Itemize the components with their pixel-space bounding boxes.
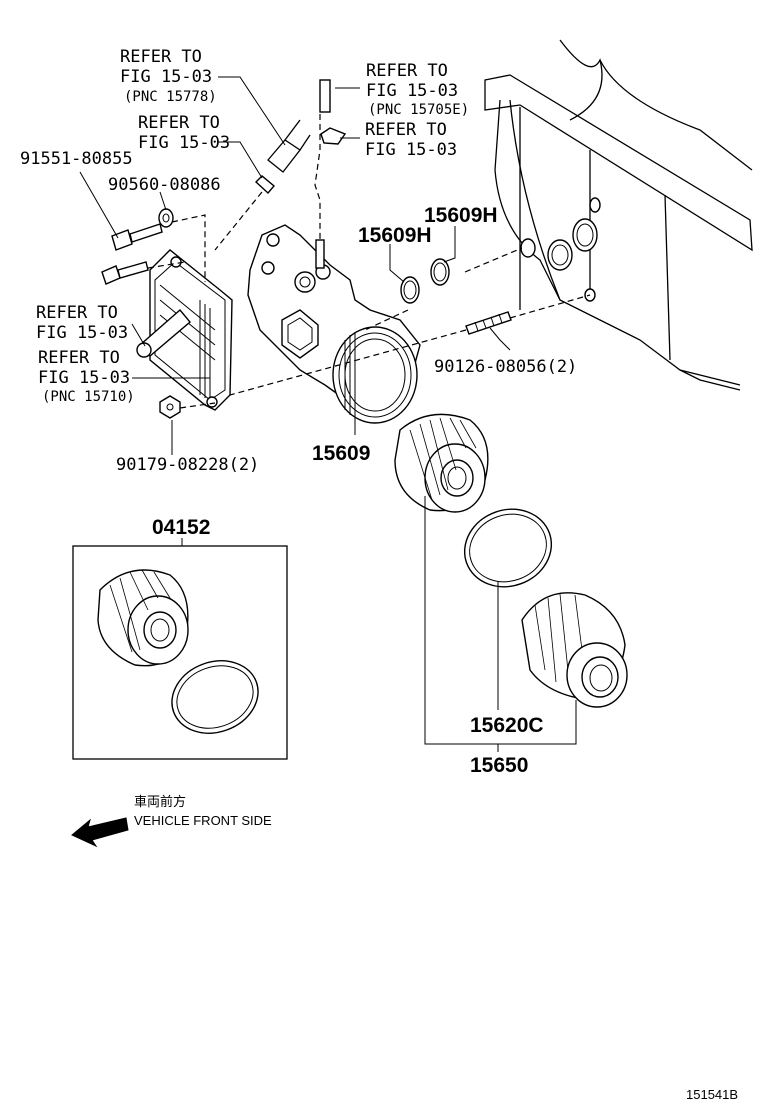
leader-lines <box>79 76 577 752</box>
svg-text:(PNC 15778): (PNC 15778) <box>124 89 217 105</box>
label-stud: 90126-08056(2) <box>434 357 577 377</box>
filter-element <box>394 413 489 513</box>
label-filter-assy: 15650 <box>470 754 528 777</box>
svg-text:(PNC 15705E): (PNC 15705E) <box>368 102 469 118</box>
svg-text:FIG 15-03: FIG 15-03 <box>365 140 457 160</box>
washer-90560 <box>158 208 174 228</box>
kit-box <box>72 545 288 760</box>
label-gasket: 15620C <box>470 714 544 737</box>
bolt-upper-cooler <box>101 261 149 285</box>
stud-90126 <box>465 311 512 335</box>
nut-90179 <box>159 395 181 419</box>
svg-text:FIG 15-03: FIG 15-03 <box>138 133 230 153</box>
svg-text:FIG 15-03: FIG 15-03 <box>38 368 130 388</box>
kit-filter-element <box>97 569 189 667</box>
bolt-91551 <box>111 223 163 251</box>
svg-text:REFER TO: REFER TO <box>38 348 120 368</box>
kit-gasket <box>171 660 259 734</box>
upper-pipe <box>319 79 347 145</box>
svg-text:REFER TO: REFER TO <box>366 61 448 81</box>
vehicle-front-legend: 車両前方 VEHICLE FRONT SIDE <box>71 794 272 848</box>
label-o-ring-h-right: 15609H <box>424 204 498 227</box>
oil-cooler <box>136 249 233 411</box>
svg-text:(PNC 15710): (PNC 15710) <box>42 389 135 405</box>
svg-text:FIG 15-03: FIG 15-03 <box>36 323 128 343</box>
svg-text:REFER TO: REFER TO <box>36 303 118 323</box>
arrow-left-icon <box>71 817 129 848</box>
svg-text:REFER TO: REFER TO <box>365 120 447 140</box>
svg-text:FIG 15-03: FIG 15-03 <box>366 81 458 101</box>
oil-filter-housing <box>247 224 421 424</box>
upper-hose <box>254 119 311 195</box>
callout-refer-e: REFER TO FIG 15-03 <box>36 303 128 343</box>
filter-cap <box>521 592 628 708</box>
svg-text:REFER TO: REFER TO <box>138 113 220 133</box>
callout-refer-f: REFER TO FIG 15-03 (PNC 15710) <box>38 348 135 405</box>
svg-text:REFER TO: REFER TO <box>120 47 202 67</box>
callout-refer-c: REFER TO FIG 15-03 (PNC 15705E) <box>366 61 469 118</box>
callout-refer-a: REFER TO FIG 15-03 (PNC 15778) <box>120 47 217 105</box>
label-washer: 90560-08086 <box>108 175 221 195</box>
label-bolt: 91551-80855 <box>20 149 133 169</box>
callout-refer-d: REFER TO FIG 15-03 <box>365 120 457 160</box>
label-nut: 90179-08228(2) <box>116 455 259 475</box>
svg-text:車両前方: 車両前方 <box>134 794 186 810</box>
svg-text:VEHICLE FRONT SIDE: VEHICLE FRONT SIDE <box>134 813 272 828</box>
figure-id: 151541B <box>686 1087 738 1102</box>
label-housing: 15609 <box>312 442 370 465</box>
label-kit: 04152 <box>152 516 210 539</box>
label-o-ring-h-left: 15609H <box>358 224 432 247</box>
gasket-15620c <box>463 508 553 588</box>
callout-refer-b: REFER TO FIG 15-03 <box>138 113 230 153</box>
engine-block <box>484 39 753 391</box>
assembly-lines <box>147 114 591 409</box>
svg-text:FIG 15-03: FIG 15-03 <box>120 67 212 87</box>
